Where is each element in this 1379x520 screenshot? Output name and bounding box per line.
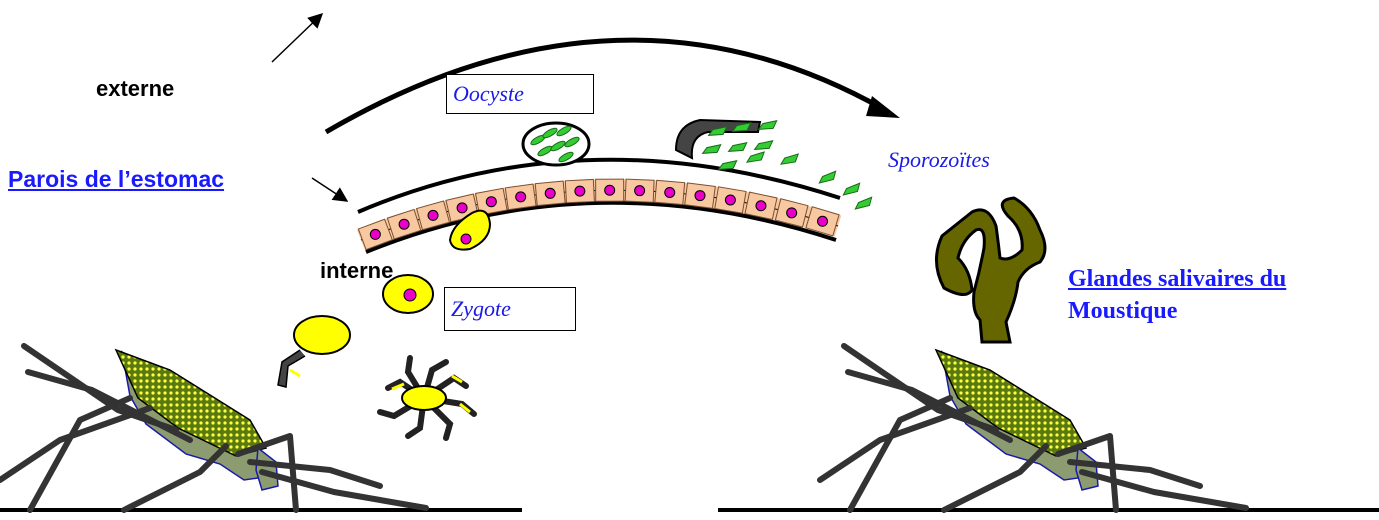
cell-nucleus	[818, 216, 828, 226]
label-sporozoites: Sporozoïtes	[888, 147, 990, 173]
cell-nucleus	[665, 187, 675, 197]
cell-nucleus	[635, 186, 645, 196]
label-glandes-line1[interactable]: Glandes salivaires du	[1068, 263, 1286, 295]
label-parois-estomac[interactable]: Parois de l’estomac	[8, 166, 224, 193]
parois-arrow	[312, 178, 347, 201]
cell-nucleus	[605, 185, 615, 195]
label-interne: interne	[320, 258, 393, 284]
mosquito-right	[820, 346, 1246, 510]
sporozoite	[779, 152, 801, 168]
cell-nucleus	[457, 203, 467, 213]
cell-nucleus	[399, 219, 409, 229]
sporozoite	[753, 139, 775, 153]
cell-nucleus	[428, 210, 438, 220]
cell-nucleus	[370, 229, 380, 239]
cycle-curved-arrow	[326, 40, 885, 132]
sporozoite	[701, 143, 723, 157]
label-oocyste: Oocyste	[446, 74, 594, 114]
oocyst	[523, 123, 589, 165]
sporozoite	[757, 119, 779, 133]
label-glandes-line2[interactable]: Moustique	[1068, 295, 1177, 327]
cell-nucleus	[545, 188, 555, 198]
sporozoite	[853, 196, 874, 213]
label-glandes-salivaires[interactable]: Glandes salivaires du Moustique	[1068, 263, 1286, 327]
cell-nucleus	[516, 192, 526, 202]
cell-nucleus	[756, 201, 766, 211]
cell-nucleus	[695, 191, 705, 201]
cell-nucleus	[725, 195, 735, 205]
externe-arrow	[272, 14, 322, 62]
sporozoite	[745, 150, 767, 166]
gametocyte	[278, 316, 350, 387]
mosquito-left	[0, 346, 426, 510]
sporozoite	[727, 141, 749, 155]
stomach-wall	[358, 160, 840, 252]
salivary-gland	[936, 198, 1045, 342]
cell-nucleus	[787, 208, 797, 218]
sporozoite	[817, 170, 838, 187]
label-externe: externe	[96, 76, 174, 102]
exflagellating-gamete	[380, 358, 474, 438]
label-zygote: Zygote	[444, 287, 576, 331]
cell-nucleus	[575, 186, 585, 196]
cycle-arrow-head	[866, 96, 900, 118]
cell-nucleus	[486, 197, 496, 207]
sporozoite	[841, 182, 862, 199]
wall-cells	[358, 179, 839, 249]
